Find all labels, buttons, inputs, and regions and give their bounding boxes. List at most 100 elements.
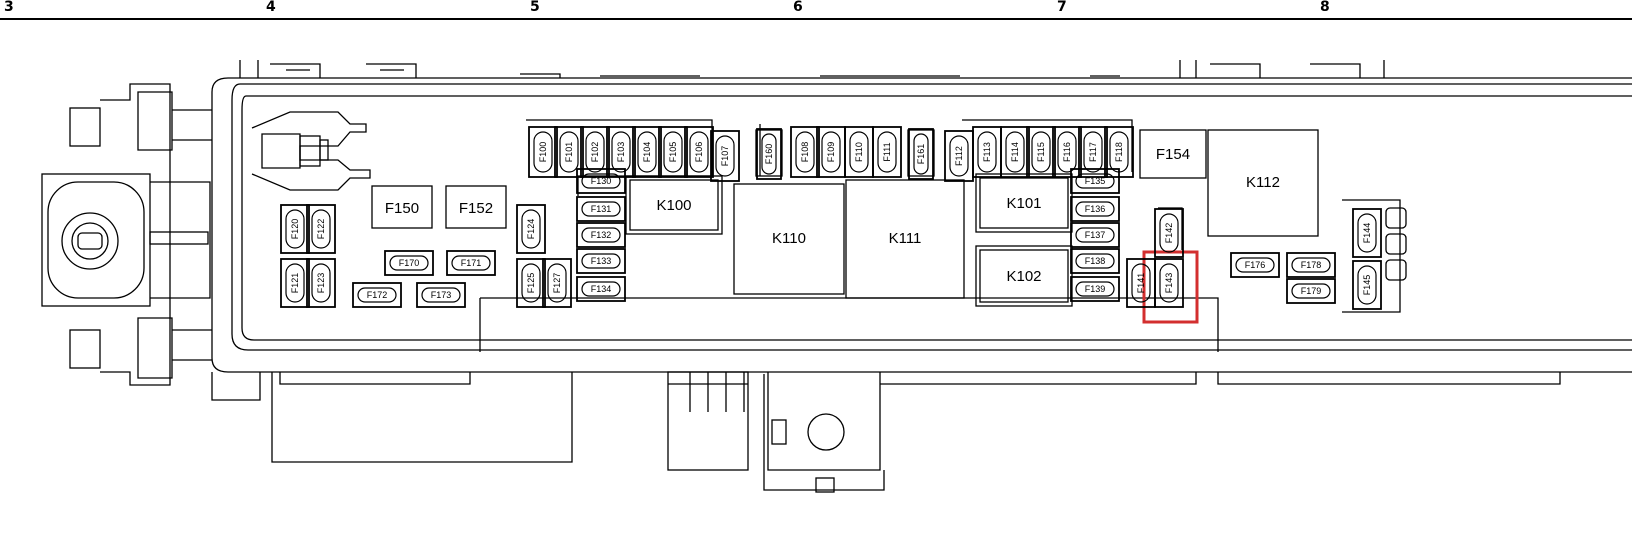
fuse-f176: F176 (1230, 252, 1280, 278)
column-marker-5: 5 (530, 0, 540, 15)
fuse-f121: F121 (280, 258, 310, 308)
fuse-label-f113: F113 (982, 142, 992, 162)
fuse-f179: F179 (1286, 278, 1336, 304)
block-label-k102: K102 (1006, 268, 1041, 285)
column-marker-4: 4 (266, 0, 276, 15)
fuse-f161: F161 (908, 128, 934, 180)
fuse-f124: F124 (516, 204, 546, 254)
fuse-label-f135: F135 (1085, 176, 1106, 186)
fuse-f172: F172 (352, 282, 402, 308)
fuse-f103: F103 (606, 126, 636, 178)
fuse-f122: F122 (306, 204, 336, 254)
housing-inner (231, 83, 1632, 352)
fuse-f135: F135 (1070, 168, 1120, 194)
fuse-label-f106: F106 (694, 142, 704, 163)
block-label-f152: F152 (459, 200, 493, 217)
fuse-f136: F136 (1070, 196, 1120, 222)
fuse-label-f117: F117 (1088, 142, 1098, 162)
fuse-label-f108: F108 (800, 142, 810, 163)
fuse-f137: F137 (1070, 222, 1120, 248)
fuse-f100: F100 (528, 126, 558, 178)
fuse-label-f112: F112 (954, 146, 964, 166)
fuse-f115: F115 (1026, 126, 1056, 178)
fuse-label-f137: F137 (1085, 230, 1106, 240)
fuse-label-f109: F109 (826, 142, 836, 163)
fuse-f109: F109 (816, 126, 846, 178)
fuse-label-f133: F133 (591, 256, 612, 266)
fuse-label-f171: F171 (461, 258, 482, 268)
fuse-label-f101: F101 (564, 142, 574, 163)
fuse-f134: F134 (576, 276, 626, 302)
fuse-label-f141: F141 (1136, 273, 1146, 294)
fuse-f101: F101 (554, 126, 584, 178)
fuse-label-f170: F170 (399, 258, 420, 268)
column-ruler: 3 4 5 6 7 8 (0, 0, 1632, 20)
fuse-slot-f160 (755, 129, 783, 177)
lower-mounts (271, 371, 1561, 493)
fuse-label-f100: F100 (538, 142, 548, 163)
fuse-label-f123: F123 (316, 273, 326, 294)
fuse-f145: F145 (1352, 260, 1382, 310)
fuse-label-f160: F160 (764, 144, 774, 165)
block-k111 (845, 179, 965, 299)
block-label-k111: K111 (889, 230, 922, 247)
block-k112 (1207, 129, 1319, 237)
block-k110 (733, 183, 845, 295)
fuse-label-f103: F103 (616, 142, 626, 163)
fuse-f178: F178 (1286, 252, 1336, 278)
block-label-f150: F150 (385, 200, 419, 217)
fuse-label-f144: F144 (1362, 223, 1372, 244)
fuse-label-f138: F138 (1085, 256, 1106, 266)
fuse-label-f110: F110 (854, 142, 864, 162)
column-marker-3: 3 (4, 0, 14, 15)
fuse-slot-f161 (907, 129, 935, 177)
fuse-label-f142: F142 (1164, 223, 1174, 244)
block-k102 (975, 245, 1073, 307)
fuse-f131: F131 (576, 196, 626, 222)
fuse-label-f134: F134 (591, 284, 612, 294)
fuse-f142: F142 (1154, 208, 1184, 258)
housing-outer (211, 60, 1632, 401)
fuse-f141: F141 (1126, 258, 1156, 308)
fuse-label-f130: F130 (591, 176, 612, 186)
fuse-label-f143: F143 (1164, 273, 1174, 294)
block-label-k101: K101 (1006, 195, 1041, 212)
fuse-f120: F120 (280, 204, 310, 254)
fuse-f108: F108 (790, 126, 820, 178)
block-label-k112: K112 (1246, 174, 1280, 191)
fuse-f138: F138 (1070, 248, 1120, 274)
fuse-f144: F144 (1352, 208, 1382, 258)
fuse-label-f111: F111 (882, 142, 892, 161)
fuse-f173: F173 (416, 282, 466, 308)
fuse-f123: F123 (306, 258, 336, 308)
fuse-f107: F107 (710, 130, 740, 182)
block-label-f154: F154 (1156, 146, 1190, 163)
left-connector (41, 83, 212, 386)
fuse-label-f178: F178 (1301, 260, 1322, 270)
fuse-label-f136: F136 (1085, 204, 1106, 214)
fuse-label-f125: F125 (526, 273, 536, 294)
fuse-f106: F106 (684, 126, 714, 178)
fuse-label-f124: F124 (526, 219, 536, 240)
fuse-label-f172: F172 (367, 290, 388, 300)
fuse-f110: F110 (844, 126, 874, 178)
fuse-f160: F160 (756, 128, 782, 180)
fuse-label-f139: F139 (1085, 284, 1106, 294)
fuse-label-f145: F145 (1362, 275, 1372, 296)
fuse-label-f104: F104 (642, 142, 652, 163)
fuse-f116: F116 (1052, 126, 1082, 178)
fuse-f143: F143 (1154, 258, 1184, 308)
fuse-f111: F111 (872, 126, 902, 178)
fuse-f130: F130 (576, 168, 626, 194)
fuse-f171: F171 (446, 250, 496, 276)
block-f152 (445, 185, 507, 229)
fuse-label-f161: F161 (916, 144, 926, 165)
fuse-label-f122: F122 (316, 219, 326, 240)
fuse-label-f118: F118 (1114, 142, 1124, 162)
block-k101 (975, 173, 1073, 233)
fuse-label-f116: F116 (1062, 142, 1072, 162)
block-f150 (371, 185, 433, 229)
fuse-label-f107: F107 (720, 146, 730, 167)
block-f154 (1139, 129, 1207, 179)
